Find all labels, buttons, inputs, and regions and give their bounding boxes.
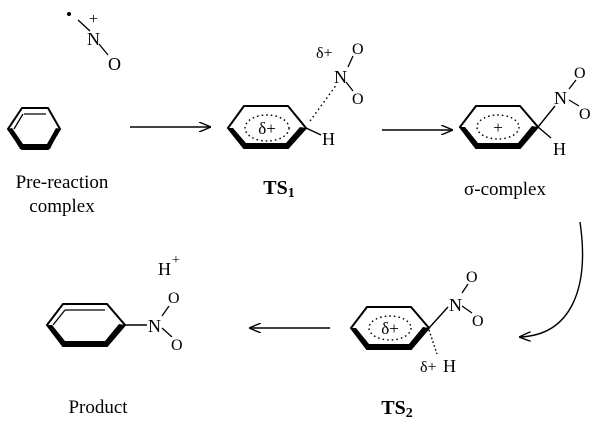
nitronium-charge: + [89,11,98,28]
ts2-h-charge: δ+ [420,359,437,376]
nitronium-bond-upper [77,19,91,32]
ts2-delocalized-ring [368,315,412,341]
ts2-o-top: O [466,269,478,286]
pre-reaction-label-line1: Pre-reaction [15,172,109,193]
sigma-ring-charge: + [493,118,503,137]
ts2-ring-charge: δ+ [381,319,399,338]
sigma-o-right: O [579,106,591,123]
ts1-o-top: O [352,41,364,58]
ts1-ring-charge: δ+ [258,119,276,138]
pre-reaction-label-line2: complex [29,196,95,217]
proton: H + [158,253,180,279]
ts1-o-bottom: O [352,91,364,108]
product-structure: N O O [45,290,183,354]
ts2-h: H [443,356,456,376]
product-o-top: O [168,290,180,307]
proton-h: H [158,259,171,279]
ts2-breaking-bond [428,329,438,355]
ts1-label: TS1 [263,178,294,201]
product-n: N [148,316,161,336]
nitronium-radical-dot [67,12,71,16]
proton-charge: + [172,253,180,268]
sigma-complex-label: σ-complex [464,179,546,200]
ts1-nitro-charge: δ+ [316,45,333,62]
nitronium-ion: + N O [67,11,121,74]
ts2-structure: δ+ N O O δ+ H [349,269,484,376]
product-o-bottom: O [171,337,183,354]
ts1-n: N [334,67,347,87]
nitronium-o: O [108,54,121,74]
ts2-n: N [449,295,462,315]
sigma-h: H [553,139,566,159]
ts2-label-sub: 2 [405,406,413,421]
ts1-h: H [322,129,335,149]
ts1-delocalized-ring [244,114,290,142]
nitronium-bond-lower [98,43,109,56]
ts2-label: TS2 [381,398,412,421]
ts1-label-sub: 1 [287,186,295,201]
ts2-o-right: O [472,313,484,330]
sigma-delocalized-ring [476,114,520,140]
ts2-label-main: TS [381,397,406,419]
ts1-structure: δ+ H δ+ N O O [226,41,364,149]
sigma-o-top: O [574,65,586,82]
ts1-label-main: TS [263,177,288,199]
reaction-arrow-3 [520,221,584,337]
ts1-forming-bond [309,83,338,122]
sigma-complex-structure: + H N O O [458,65,591,159]
nitronium-n: N [87,29,100,49]
sigma-n: N [554,88,567,108]
product-label: Product [68,397,128,418]
benzene-ring [6,107,62,150]
